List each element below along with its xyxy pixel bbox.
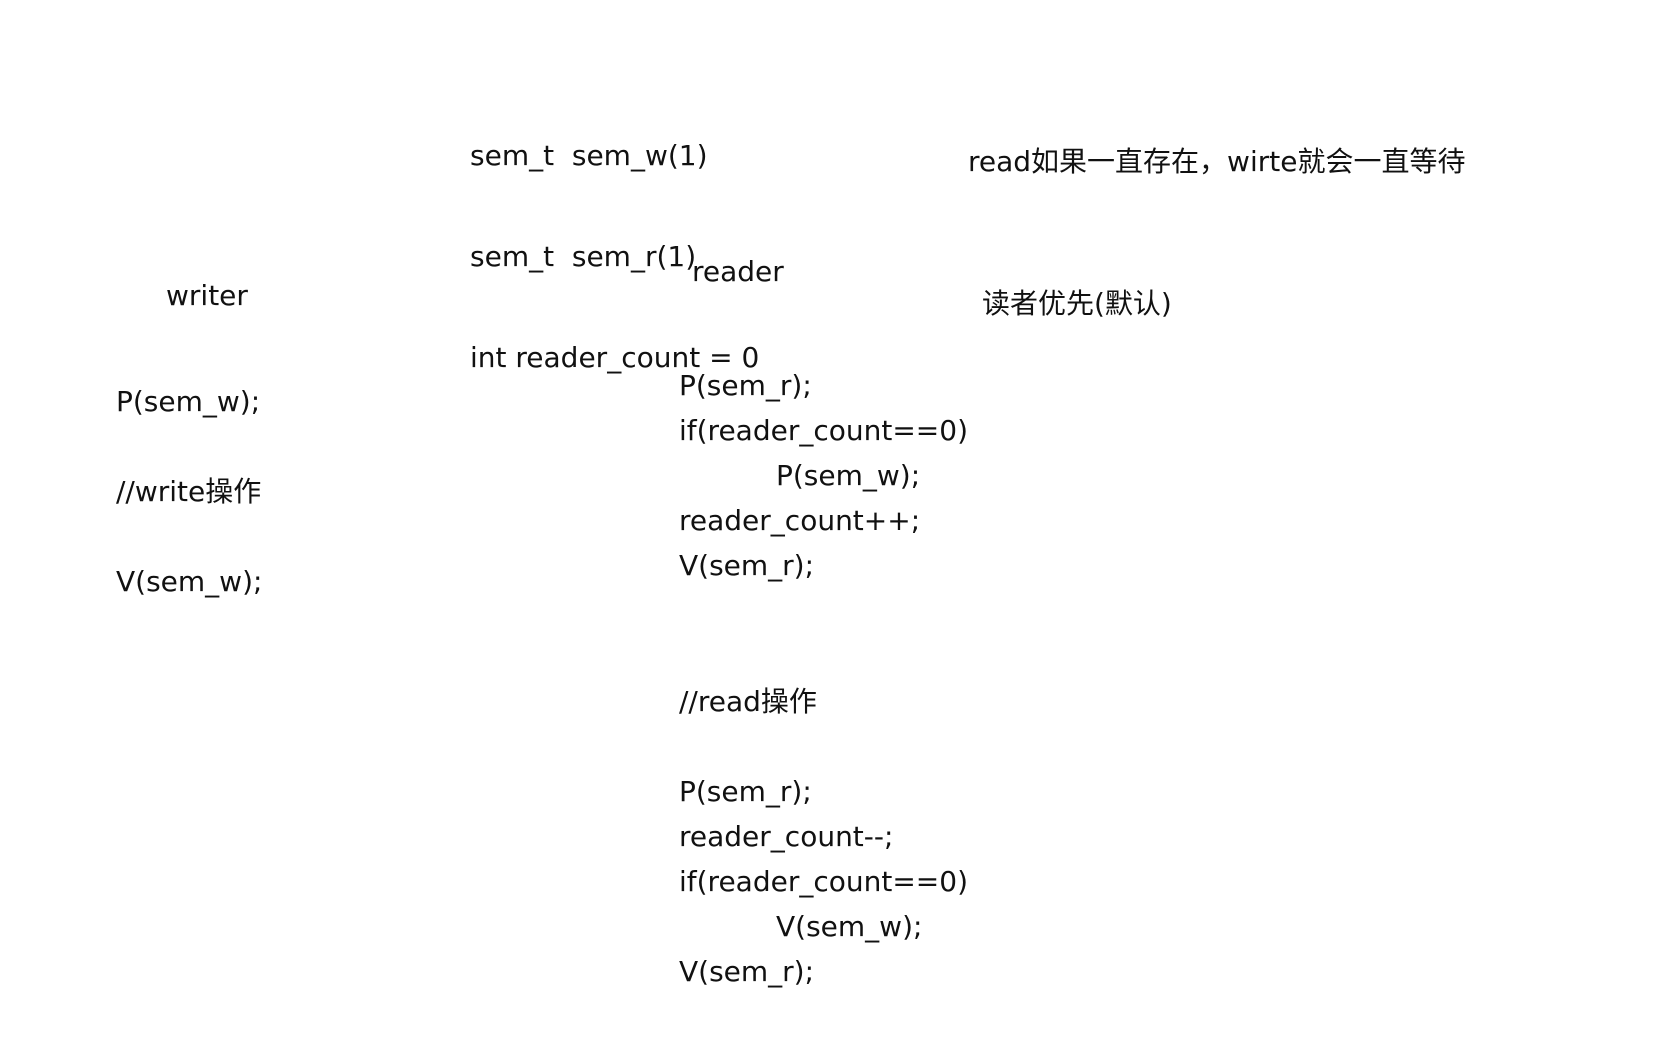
note-starvation: read如果一直存在，wirte就会一直等待 bbox=[968, 145, 1466, 178]
reader-line-8: reader_count--; bbox=[679, 820, 894, 853]
reader-line-4: reader_count++; bbox=[679, 504, 921, 537]
reader-title: reader bbox=[692, 255, 784, 288]
reader-line-5: V(sem_r); bbox=[679, 549, 815, 582]
reader-line-3: P(sem_w); bbox=[776, 459, 921, 492]
reader-line-9: if(reader_count==0) bbox=[679, 865, 969, 898]
global-declarations: sem_t sem_w(1) sem_t sem_r(1) int reader… bbox=[470, 86, 759, 417]
note-reader-priority: 读者优先(默认) bbox=[982, 287, 1172, 320]
decl-sem-w: sem_t sem_w(1) bbox=[470, 139, 708, 172]
reader-line-10: V(sem_w); bbox=[776, 910, 923, 943]
reader-line-7: P(sem_r); bbox=[679, 775, 812, 808]
writer-line-3: V(sem_w); bbox=[116, 565, 263, 598]
writer-line-1: P(sem_w); bbox=[116, 385, 261, 418]
reader-line-11: V(sem_r); bbox=[679, 955, 815, 988]
decl-reader-count: int reader_count = 0 bbox=[470, 341, 760, 374]
reader-line-1: P(sem_r); bbox=[679, 369, 812, 402]
decl-sem-r: sem_t sem_r(1) bbox=[470, 240, 697, 273]
reader-line-6: //read操作 bbox=[679, 685, 817, 718]
writer-title: writer bbox=[166, 279, 248, 312]
reader-line-2: if(reader_count==0) bbox=[679, 414, 969, 447]
writer-line-2: //write操作 bbox=[116, 475, 262, 508]
